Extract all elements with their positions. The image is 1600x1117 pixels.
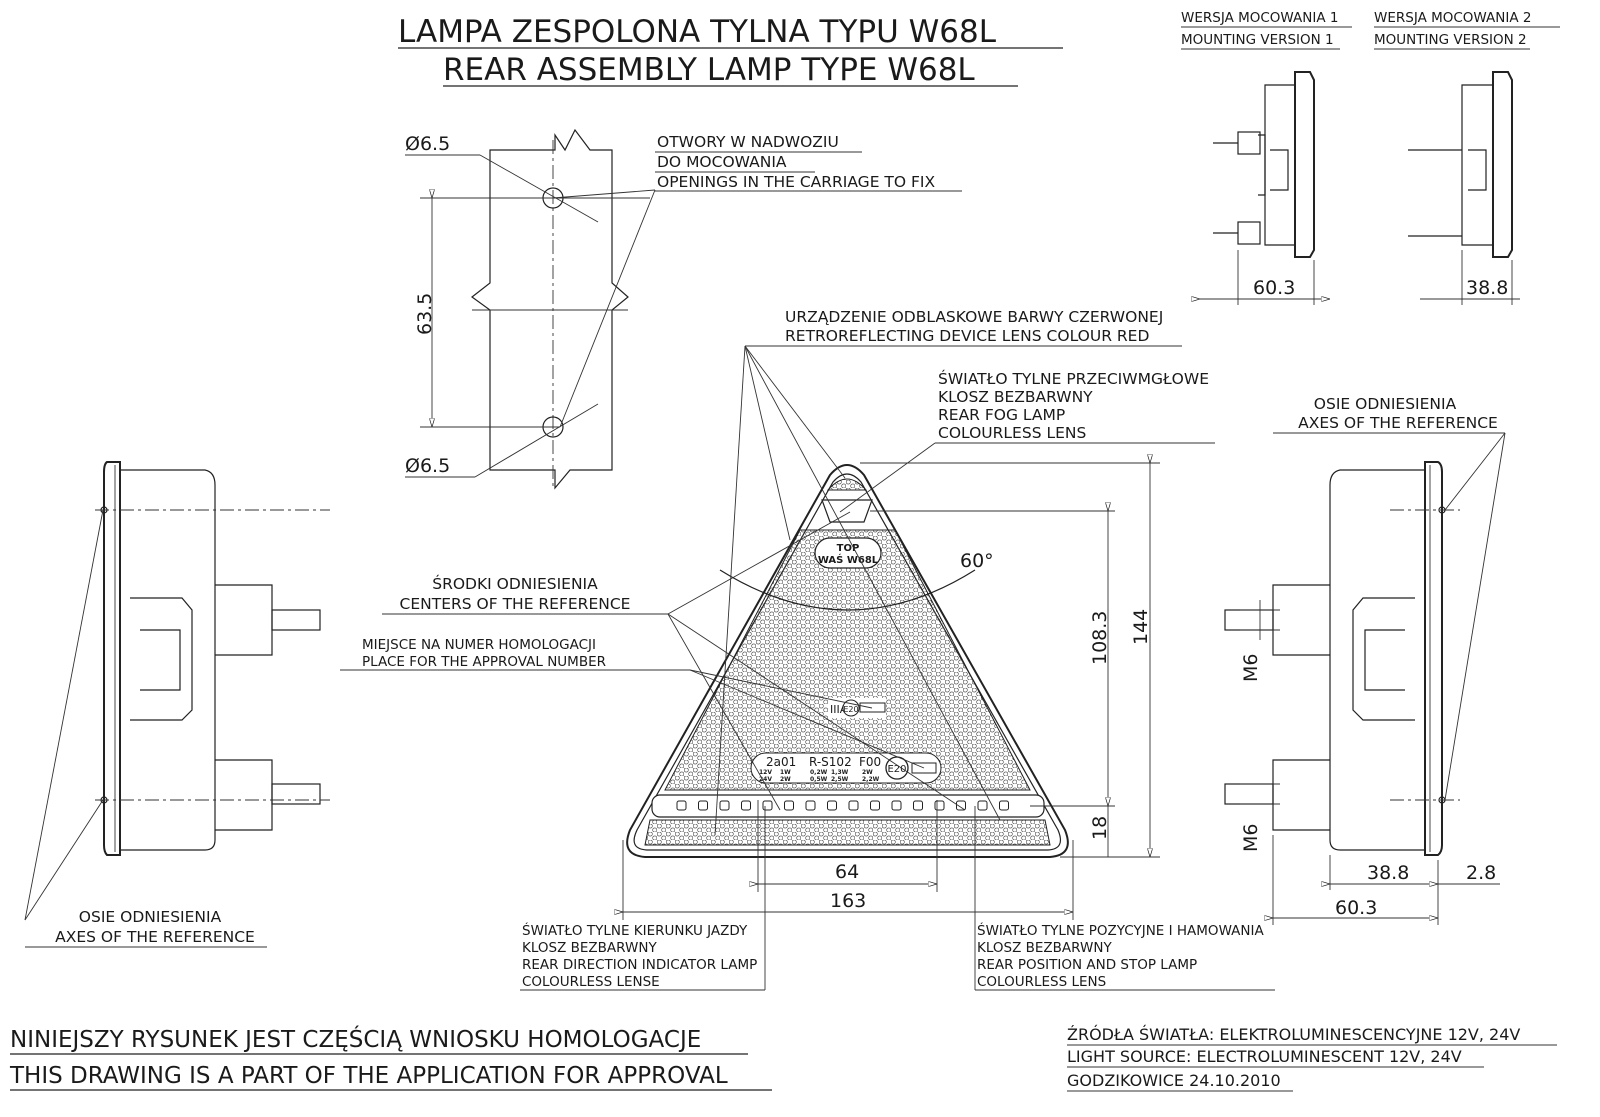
axes-left-en: AXES OF THE REFERENCE [55, 928, 255, 946]
hole-diameter-top: Ø6.5 [405, 133, 450, 155]
callout-position-2: KLOSZ BEZBARWNY [977, 940, 1112, 956]
callout-indicator-3: REAR DIRECTION INDICATOR LAMP [522, 957, 757, 973]
callout-centers-en: CENTERS OF THE REFERENCE [400, 595, 631, 613]
title-pl: LAMPA ZESPOLONA TYLNA TYPU W68L [398, 14, 997, 50]
marking-e20: E20 [887, 764, 906, 775]
callout-position-3: REAR POSITION AND STOP LAMP [977, 957, 1197, 973]
holes-label-3: OPENINGS IN THE CARRIAGE TO FIX [657, 173, 935, 191]
callout-fog-1: ŚWIATŁO TYLNE PRZECIWMGŁOWE [938, 369, 1209, 388]
version-2-pl: WERSJA MOCOWANIA 2 [1374, 10, 1531, 26]
marking-p6: 2,5W [831, 776, 849, 783]
led [870, 800, 880, 811]
dim-side-flange: 2.8 [1466, 862, 1496, 884]
led [719, 800, 730, 811]
note-en: THIS DRAWING IS A PART OF THE APPLICATIO… [9, 1063, 728, 1089]
led [999, 800, 1009, 811]
led [891, 800, 902, 811]
source-pl: ŹRÓDŁA ŚWIATŁA: ELEKTROLUMINESCENCYJNE 1… [1067, 1025, 1520, 1044]
place-date: GODZIKOWICE 24.10.2010 [1067, 1071, 1281, 1090]
marking-p7: 2W [862, 769, 873, 776]
marking-top: TOP [837, 543, 860, 554]
callout-fog-2: KLOSZ BEZBARWNY [938, 388, 1093, 406]
led [762, 800, 773, 811]
marking-12v: 12V [759, 769, 772, 776]
hole-spacing: 63.5 [414, 293, 436, 335]
callout-retro-pl: URZĄDZENIE ODBLASKOWE BARWY CZERWONEJ [785, 308, 1163, 326]
led [698, 800, 708, 811]
callout-indicator-1: ŚWIATŁO TYLNE KIERUNKU JAZDY [522, 921, 748, 939]
source-en: LIGHT SOURCE: ELECTROLUMINESCENT 12V, 24… [1067, 1047, 1462, 1066]
callout-approval-pl: MIEJSCE NA NUMER HOMOLOGACJI [362, 637, 596, 653]
note-pl: NINIEJSZY RYSUNEK JEST CZĘŚCIĄ WNIOSKU H… [10, 1025, 701, 1053]
callout-indicator-2: KLOSZ BEZBARWNY [522, 940, 657, 956]
left-side-view: OSIE ODNIESIENIA AXES OF THE REFERENCE [24, 461, 330, 948]
axes-right-pl: OSIE ODNIESIENIA [1314, 395, 1457, 413]
led-row [676, 800, 1009, 811]
version-1-pl: WERSJA MOCOWANIA 1 [1181, 10, 1338, 26]
led [805, 800, 816, 811]
marking-24v: 24V [759, 776, 772, 783]
dim-side-depth: 38.8 [1367, 862, 1409, 884]
callout-approval-en: PLACE FOR THE APPROVAL NUMBER [362, 654, 606, 670]
led [977, 800, 988, 811]
mounting-version-1-view: 60.3 [1200, 71, 1330, 305]
marking-p1: 1W [780, 769, 791, 776]
version-2-en: MOUNTING VERSION 2 [1374, 32, 1527, 48]
marking-p2: 2W [780, 776, 791, 783]
mounting-version-2-view: 38.8 [1408, 71, 1520, 305]
callout-indicator-4: COLOURLESS LENSE [522, 974, 660, 990]
led [848, 800, 859, 811]
led [676, 800, 687, 811]
front-dimensions: 108.3 144 18 64 163 60° [623, 463, 1160, 920]
marking-p3: 0,2W [810, 769, 828, 776]
marking-e20-small: E20 [843, 705, 858, 714]
marking-p5: 1,3W [831, 769, 849, 776]
callout-position-4: COLOURLESS LENS [977, 974, 1106, 990]
mounting-version-2-label: WERSJA MOCOWANIA 2 MOUNTING VERSION 2 [1374, 10, 1560, 50]
holes-label-1: OTWORY W NADWOZIU [657, 133, 839, 151]
callout-retro-en: RETROREFLECTING DEVICE LENS COLOUR RED [785, 327, 1149, 345]
marking-code-1: 2a01 [766, 755, 796, 769]
axes-left-pl: OSIE ODNIESIENIA [79, 908, 222, 926]
dim-angle: 60° [960, 550, 994, 572]
marking-code-3: F00 [859, 755, 881, 769]
drawing-title: LAMPA ZESPOLONA TYLNA TYPU W68L REAR ASS… [398, 14, 1063, 88]
callout-fog-3: REAR FOG LAMP [938, 406, 1065, 424]
dim-height-total: 144 [1130, 609, 1152, 645]
version-1-en: MOUNTING VERSION 1 [1181, 32, 1334, 48]
footer-source: ŹRÓDŁA ŚWIATŁA: ELEKTROLUMINESCENCYJNE 1… [1067, 1025, 1557, 1092]
callout-fog-4: COLOURLESS LENS [938, 424, 1086, 442]
led [934, 800, 945, 811]
dim-width-total: 163 [830, 890, 866, 912]
led [956, 800, 966, 811]
mounting-version-1-label: WERSJA MOCOWANIA 1 MOUNTING VERSION 1 [1181, 10, 1352, 50]
marking-code-2: R-S102 [809, 755, 852, 769]
dim-version-2: 38.8 [1466, 277, 1508, 299]
marking-p4: 0,5W [810, 776, 828, 783]
callout-centers-pl: ŚRODKI ODNIESIENIA [432, 574, 598, 593]
callouts: URZĄDZENIE ODBLASKOWE BARWY CZERWONEJ RE… [340, 308, 1275, 991]
callout-position-1: ŚWIATŁO TYLNE POZYCYJNE I HAMOWANIA [977, 921, 1264, 939]
lamp-front-view: TOP WAŚ W68L IIIA E20 2a01 R-S102 F00 12… [626, 464, 1069, 858]
mounting-holes-view: Ø6.5 Ø6.5 63.5 OTWORY W NADWOZIU DO MOCO… [405, 128, 962, 490]
led [827, 800, 837, 811]
dim-thread-top: M6 [1240, 654, 1262, 682]
holes-label-2: DO MOCOWANIA [657, 153, 787, 171]
dim-height-lens: 108.3 [1089, 611, 1111, 665]
led [784, 800, 794, 811]
dim-thread-bottom: M6 [1240, 824, 1262, 852]
dim-version-1: 60.3 [1253, 277, 1295, 299]
axes-right-en: AXES OF THE REFERENCE [1298, 414, 1498, 432]
right-side-view: OSIE ODNIESIENIA AXES OF THE REFERENCE M… [1224, 395, 1506, 925]
hole-diameter-bottom: Ø6.5 [405, 455, 450, 477]
title-en: REAR ASSEMBLY LAMP TYPE W68L [443, 52, 975, 88]
marking-model: WAŚ W68L [818, 553, 879, 566]
led [741, 800, 751, 811]
marking-p8: 2,2W [862, 776, 880, 783]
led [913, 800, 923, 811]
dim-side-total: 60.3 [1335, 897, 1377, 919]
footer-note: NINIEJSZY RYSUNEK JEST CZĘŚCIĄ WNIOSKU H… [9, 1025, 772, 1091]
dim-bottom-strip: 18 [1089, 816, 1111, 840]
dim-width-inner: 64 [835, 861, 859, 883]
